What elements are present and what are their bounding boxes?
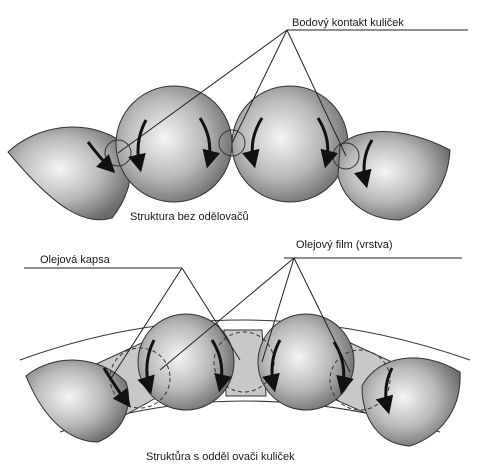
ball-2 [232,86,348,202]
top-callout-label: Bodový kontakt kuliček [292,17,404,29]
right-callout-label: Olejový film (vrstva) [296,239,393,251]
ball-right-partial [338,132,450,221]
top-caption: Struktura bez odělovačů [130,211,249,223]
ball-right-partial [362,358,460,446]
bottom-figure: Olejová kapsa Olejový film (vrstva) [20,239,470,463]
top-figure: Bodový kontakt kuliček Struktura bez odě… [8,17,468,223]
ball-left-partial [26,360,128,442]
ball-1 [116,86,232,202]
bottom-caption: Struktůra s odděl ovači kuliček [146,451,295,463]
left-callout-label: Olejová kapsa [40,254,111,266]
